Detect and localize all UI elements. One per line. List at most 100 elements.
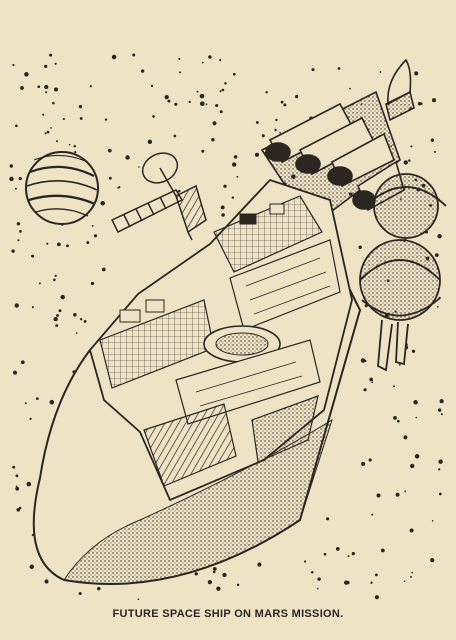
star <box>11 249 15 253</box>
star <box>371 381 374 384</box>
star <box>53 87 59 92</box>
star <box>14 303 19 308</box>
star <box>31 306 34 309</box>
star <box>31 254 35 258</box>
star <box>24 402 27 405</box>
star <box>438 468 441 471</box>
star <box>438 492 442 496</box>
star <box>232 72 236 76</box>
star <box>304 560 307 563</box>
star <box>411 571 414 574</box>
star <box>369 377 374 382</box>
star <box>346 580 350 585</box>
star <box>410 463 415 469</box>
star <box>414 454 420 459</box>
star <box>275 118 278 122</box>
star <box>236 175 239 178</box>
star <box>361 461 366 466</box>
star <box>118 186 121 189</box>
star <box>221 88 225 92</box>
star <box>219 110 223 114</box>
star <box>29 564 35 570</box>
star <box>86 241 90 245</box>
star <box>439 399 444 404</box>
star <box>15 474 19 478</box>
star <box>370 581 373 584</box>
star <box>46 130 50 134</box>
star <box>220 205 225 210</box>
star <box>408 159 411 162</box>
star <box>74 151 77 154</box>
star <box>433 150 436 153</box>
star <box>219 59 222 62</box>
star <box>73 144 76 148</box>
star <box>52 101 55 105</box>
star <box>108 176 112 180</box>
star <box>395 492 400 497</box>
star <box>374 595 379 600</box>
star <box>376 493 381 498</box>
spherical-fuel-tanks <box>359 173 447 372</box>
star <box>211 138 215 142</box>
star <box>265 90 268 94</box>
star <box>368 458 372 462</box>
star <box>104 118 108 121</box>
star <box>358 245 362 250</box>
star <box>18 176 22 181</box>
star <box>215 103 219 108</box>
star <box>254 152 260 157</box>
star <box>411 349 416 353</box>
star <box>335 547 340 551</box>
star <box>208 55 212 59</box>
star <box>53 316 58 322</box>
star <box>12 465 16 469</box>
star <box>89 85 92 88</box>
star <box>410 145 413 148</box>
star <box>200 101 205 106</box>
star <box>337 67 341 70</box>
star <box>223 184 227 188</box>
star <box>431 520 434 522</box>
star <box>125 155 130 160</box>
star <box>12 63 15 66</box>
star <box>56 140 58 143</box>
star <box>167 99 171 103</box>
star <box>150 84 154 88</box>
star <box>44 84 49 90</box>
star <box>233 155 238 159</box>
star <box>236 583 240 587</box>
star <box>16 222 21 226</box>
star <box>351 551 355 556</box>
star <box>363 388 367 392</box>
star <box>396 419 400 423</box>
star <box>29 417 32 421</box>
star <box>55 324 59 327</box>
planet <box>25 151 99 225</box>
star <box>20 86 24 90</box>
star <box>9 176 14 182</box>
star <box>174 102 178 106</box>
star <box>415 416 418 419</box>
star <box>222 572 227 578</box>
star <box>66 244 69 248</box>
star <box>274 128 277 132</box>
star <box>216 586 221 591</box>
star <box>152 115 155 118</box>
star <box>31 534 34 537</box>
star <box>434 253 439 257</box>
star <box>430 558 435 563</box>
star <box>280 100 284 104</box>
star <box>20 360 25 365</box>
star <box>403 435 408 440</box>
star <box>26 481 32 487</box>
star <box>440 413 443 416</box>
star <box>177 189 181 193</box>
ship-hull-cutaway <box>32 178 362 585</box>
star <box>138 166 140 168</box>
star <box>413 400 418 405</box>
star <box>49 53 53 57</box>
star <box>374 573 378 577</box>
star <box>44 579 49 584</box>
star <box>194 572 198 576</box>
